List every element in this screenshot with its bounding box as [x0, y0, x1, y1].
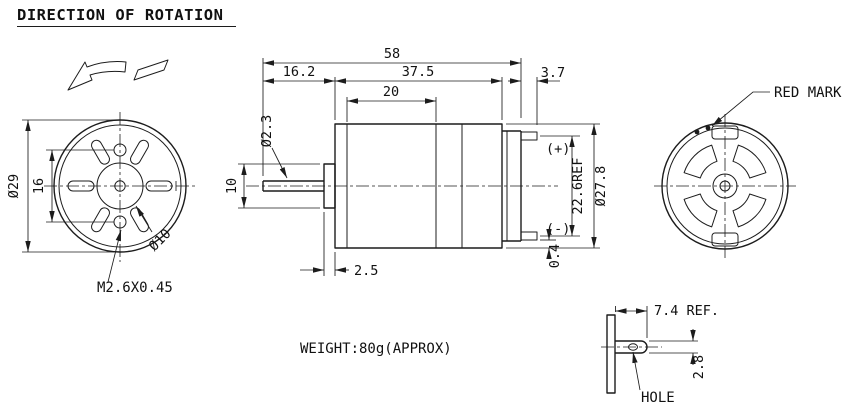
front-screw-spacing-dim: 16	[31, 178, 47, 194]
rotation-arrow-icon	[67, 59, 169, 91]
page-title: DIRECTION OF ROTATION	[17, 6, 223, 24]
side-terminal-spacing-dim: 22.6REF	[570, 158, 586, 215]
rear-view: RED MARK	[654, 85, 842, 258]
side-shaft-diameter-label: Ø2.3	[259, 115, 275, 148]
front-thread-label: M2.6X0.45	[97, 280, 173, 296]
terminal-detail-view: 7.4 REF. 2.8 HOLE	[601, 303, 719, 406]
detail-plate	[606, 314, 616, 394]
front-outer-diameter-dim: Ø29	[6, 174, 22, 198]
side-front-section-dim: 20	[383, 84, 399, 100]
detail-tab-length-dim: 7.4 REF.	[654, 303, 719, 319]
side-body-diameter-dim: Ø27.8	[593, 166, 609, 207]
detail-hole	[628, 343, 638, 351]
rear-bottom-tab	[711, 232, 739, 247]
red-mark-label: RED MARK	[774, 85, 842, 101]
side-terminal-offset-dim: 0.4	[547, 244, 563, 268]
side-terminal-length-dim: 3.7	[541, 65, 565, 81]
rear-vent-slots	[683, 144, 767, 228]
side-overall-length-dim: 58	[384, 46, 400, 62]
side-shaft-extension-dim: 16.2	[283, 64, 316, 80]
red-mark-dot	[705, 125, 711, 131]
side-body-length-dim: 37.5	[402, 64, 435, 80]
red-mark-dot	[694, 129, 700, 135]
terminal-negative-label: (-)	[546, 221, 570, 237]
side-view: 58 16.2 37.5 3.7 20 Ø2.3 10 2.5 (+) (-) …	[224, 46, 609, 279]
weight-note: WEIGHT:80g(APPROX)	[300, 341, 452, 357]
rear-top-tab	[711, 125, 739, 140]
side-boss-diameter-dim: 10	[224, 178, 240, 194]
side-boss-length-dim: 2.5	[354, 263, 378, 279]
terminal-positive-label: (+)	[546, 141, 570, 157]
detail-tab-width-dim: 2.8	[691, 355, 707, 379]
motor-body	[334, 123, 503, 249]
detail-tab	[615, 340, 648, 354]
front-view: Ø29 16 Ø10 M2.6X0.45	[6, 112, 198, 296]
front-vent-slots	[67, 139, 173, 233]
terminal-positive-tab	[520, 131, 538, 141]
terminal-negative-tab	[520, 231, 538, 241]
detail-hole-label: HOLE	[641, 390, 675, 406]
front-boss-diameter-label: Ø10	[146, 226, 175, 255]
title-block: DIRECTION OF ROTATION	[17, 6, 236, 27]
